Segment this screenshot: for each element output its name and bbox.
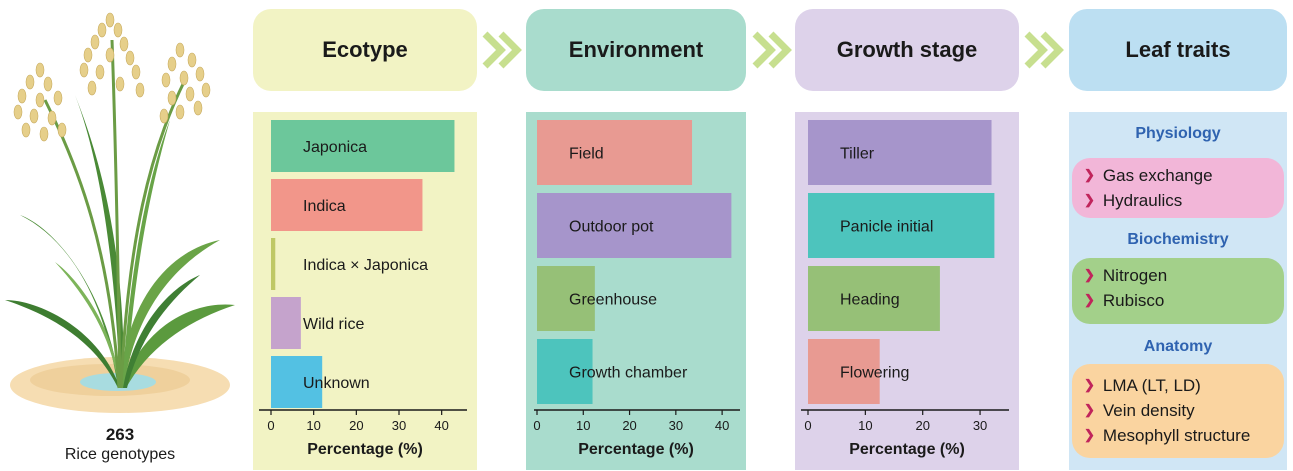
anatomy-card: ❯ LMA (LT, LD) ❯ Vein density ❯ Mesophyll s… — [1072, 364, 1284, 458]
bar-label: Indica × Japonica — [303, 257, 428, 274]
bar-label: Japonica — [303, 139, 367, 156]
bar-label: Panicle initial — [840, 219, 933, 236]
header-leaf-traits-label: Leaf traits — [1125, 37, 1231, 62]
bar-label: Greenhouse — [569, 292, 657, 309]
chevron-right-icon: ❯ — [1084, 377, 1095, 392]
x-tick-label: 30 — [669, 418, 683, 433]
genotype-label: Rice genotypes — [64, 446, 176, 463]
x-tick-label: 0 — [267, 418, 274, 433]
trait-item-label: Vein density — [1102, 401, 1195, 420]
chevron-right-icon: ❯ — [1084, 192, 1095, 207]
bar — [271, 356, 323, 408]
chevron-right-icon: ❯ — [1084, 427, 1095, 442]
bar — [271, 120, 455, 172]
bar — [808, 120, 992, 185]
x-axis-label: Percentage (%) — [849, 441, 965, 458]
anatomy-title: Anatomy — [1143, 338, 1213, 355]
trait-item-label: Rubisco — [1102, 291, 1165, 310]
bar-label: Tiller — [840, 146, 875, 163]
bar — [808, 339, 880, 404]
bar-label: Growth chamber — [569, 365, 688, 382]
trait-item-label: Gas exchange — [1102, 166, 1213, 185]
header-leaf-traits: Leaf traits — [1069, 9, 1287, 91]
x-tick-label: 30 — [973, 418, 987, 433]
header-growth-stage-label: Growth stage — [836, 37, 978, 62]
bar-label: Wild rice — [303, 316, 364, 333]
trait-item: ❯ Mesophyll structure — [1084, 424, 1284, 449]
chevron-right-icon: ❯ — [1084, 167, 1095, 182]
bar — [537, 120, 693, 185]
bar — [537, 266, 595, 331]
trait-item: ❯ Rubisco — [1084, 289, 1284, 314]
chevron-right-icon — [752, 31, 792, 69]
physiology-title: Physiology — [1135, 125, 1221, 142]
x-tick-label: 30 — [392, 418, 406, 433]
x-tick-label: 20 — [915, 418, 929, 433]
x-tick-label: 0 — [804, 418, 811, 433]
chevron-right-icon — [482, 31, 522, 69]
header-environment: Environment — [526, 9, 746, 91]
rice-plant-illustration — [5, 12, 235, 413]
bar-label: Indica — [303, 198, 346, 215]
bar-label: Heading — [840, 292, 900, 309]
x-tick-label: 20 — [622, 418, 636, 433]
chevron-right-icon: ❯ — [1084, 267, 1095, 282]
x-tick-label: 10 — [858, 418, 872, 433]
bar — [271, 238, 276, 290]
header-environment-label: Environment — [568, 37, 704, 62]
x-axis-label: Percentage (%) — [578, 441, 694, 458]
x-axis-label: Percentage (%) — [307, 441, 423, 458]
bar — [271, 179, 423, 231]
trait-item: ❯ Gas exchange — [1084, 164, 1284, 189]
chevron-right-icon — [1024, 31, 1064, 69]
genotype-count: 263 — [105, 425, 135, 444]
trait-item: ❯ LMA (LT, LD) — [1084, 374, 1284, 399]
chevron-right-icon: ❯ — [1084, 402, 1095, 417]
header-growth-stage: Growth stage — [795, 9, 1019, 91]
trait-item-label: Hydraulics — [1102, 191, 1183, 210]
trait-item: ❯ Vein density — [1084, 399, 1284, 424]
bar-label: Flowering — [840, 365, 909, 382]
biochemistry-title: Biochemistry — [1127, 231, 1229, 248]
bar — [537, 339, 593, 404]
bar-label: Unknown — [303, 375, 370, 392]
trait-item-label: LMA (LT, LD) — [1102, 376, 1201, 395]
physiology-card: ❯ Gas exchange ❯ Hydraulics — [1072, 158, 1284, 218]
bar-label: Outdoor pot — [569, 219, 654, 236]
chevron-right-icon: ❯ — [1084, 292, 1095, 307]
x-tick-label: 40 — [434, 418, 448, 433]
bar — [808, 193, 995, 258]
x-tick-label: 10 — [306, 418, 320, 433]
x-tick-label: 20 — [349, 418, 363, 433]
x-tick-label: 40 — [715, 418, 729, 433]
trait-item: ❯ Hydraulics — [1084, 189, 1284, 214]
biochemistry-card: ❯ Nitrogen ❯ Rubisco — [1072, 258, 1284, 324]
x-tick-label: 0 — [533, 418, 540, 433]
x-tick-label: 10 — [576, 418, 590, 433]
header-ecotype: Ecotype — [253, 9, 477, 91]
trait-item-label: Mesophyll structure — [1102, 426, 1251, 445]
trait-item: ❯ Nitrogen — [1084, 264, 1284, 289]
bar — [808, 266, 940, 331]
bar — [537, 193, 732, 258]
bar-label: Field — [569, 146, 604, 163]
header-ecotype-label: Ecotype — [322, 37, 408, 62]
trait-item-label: Nitrogen — [1102, 266, 1168, 285]
bar — [271, 297, 301, 349]
